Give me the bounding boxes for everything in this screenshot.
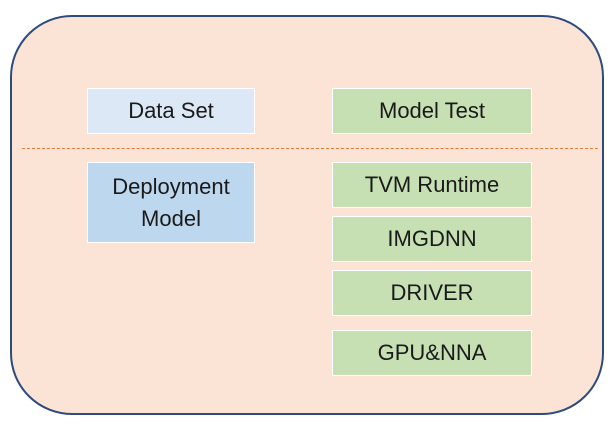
imgdnn-box: IMGDNN xyxy=(332,216,532,262)
imgdnn-label: IMGDNN xyxy=(387,226,477,251)
gpu-nna-box: GPU&NNA xyxy=(332,330,532,376)
tvm-runtime-box: TVM Runtime xyxy=(332,162,532,208)
deployment-model-box: Deployment Model xyxy=(87,162,255,243)
data-set-label: Data Set xyxy=(128,98,214,123)
gpu-nna-label: GPU&NNA xyxy=(377,340,487,365)
driver-box: DRIVER xyxy=(332,270,532,316)
tvm-runtime-label: TVM Runtime xyxy=(364,172,500,197)
data-set-box: Data Set xyxy=(87,88,255,134)
model-test-box: Model Test xyxy=(332,88,532,134)
driver-label: DRIVER xyxy=(390,280,474,305)
dashed-divider xyxy=(22,148,598,149)
deployment-model-label-line-1: Deployment xyxy=(112,173,230,199)
model-test-label: Model Test xyxy=(379,98,485,123)
deployment-model-label-line-2: Model xyxy=(141,205,201,231)
